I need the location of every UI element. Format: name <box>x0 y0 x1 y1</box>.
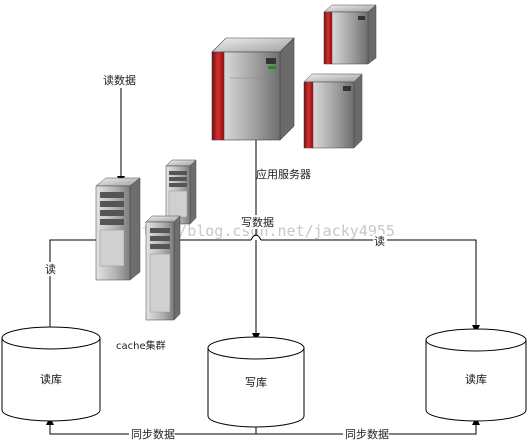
app-server-label: 应用服务器 <box>256 167 311 181</box>
cache-cluster-label: cache集群 <box>116 339 166 352</box>
write-data-label: 写数据 <box>241 215 274 229</box>
database-center-label: 写库 <box>245 376 267 389</box>
sync-right-label: 同步数据 <box>345 427 389 441</box>
database-right-label: 读库 <box>465 372 487 386</box>
cache-server-icon-large <box>95 177 141 281</box>
database-center: 写库 <box>207 336 305 428</box>
database-right: 读库 <box>425 328 527 422</box>
read-right-arrow <box>261 239 480 333</box>
sync-left-label: 同步数据 <box>131 427 175 441</box>
sync-right-arrow <box>256 417 480 435</box>
cache-server-icon-small-bottom <box>145 215 181 321</box>
app-server-icon-main <box>211 37 295 141</box>
line-crossing-bridge <box>250 234 262 241</box>
watermark-text: http://blog.csdn.net/jacky4955 <box>124 222 395 240</box>
app-server-icon-mid-right <box>303 73 363 149</box>
read-left-label: 读 <box>45 262 56 276</box>
cache-server-icon-small-top <box>165 159 197 225</box>
read-data-label: 读数据 <box>103 73 136 87</box>
app-server-icon-top-right <box>323 4 377 65</box>
read-left-arrow <box>46 239 96 339</box>
database-left-label: 读库 <box>40 372 62 386</box>
read-right-label: 读 <box>374 234 385 248</box>
database-left: 读库 <box>1 326 101 422</box>
